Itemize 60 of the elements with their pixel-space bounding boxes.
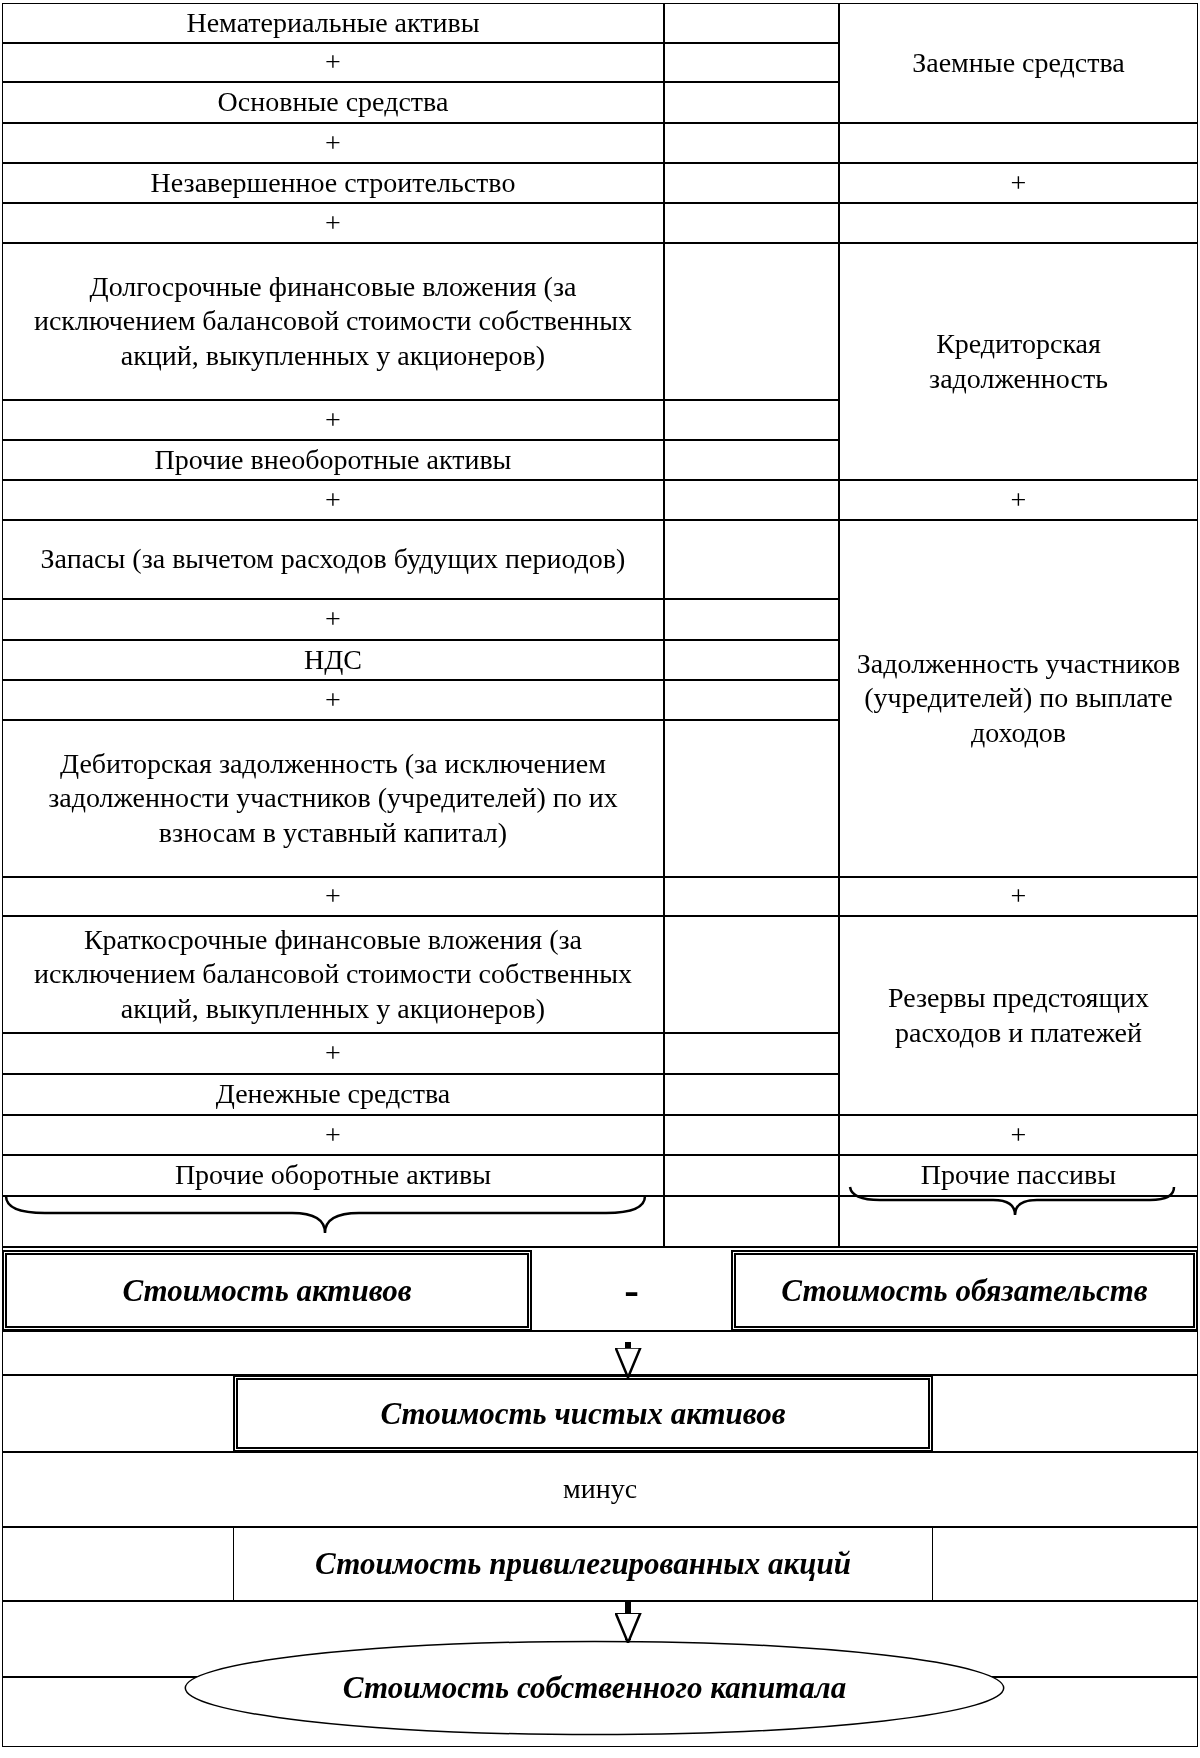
cell-text: Основные средства	[217, 85, 449, 120]
table-cell	[2, 916, 664, 1033]
plus-sign: +	[325, 45, 341, 80]
result-text: Стоимость собственного капитала	[342, 1669, 847, 1707]
cell-text: Прочие внеоборотные активы	[154, 442, 512, 477]
cell-text: Запасы (за вычетом расходов будущих периодов)	[40, 542, 626, 577]
cell-text: Краткосрочные финансовые вложения (за исключением балансовой стоимости собственных акций, выкупленных у акционеров)	[32, 923, 634, 1026]
cell-text: Прочие пассивы	[920, 1158, 1117, 1193]
cell-text: Незавершенное строительство	[150, 165, 516, 200]
plus-sign: +	[1010, 165, 1027, 200]
result-text: Стоимость привилегированных акций	[315, 1545, 851, 1583]
result-box	[233, 1527, 933, 1601]
table-cell	[839, 3, 1198, 123]
cell-text: Дебиторская задолженность (за исключением задолженности участников (учредителей) по их взносам в уставный капитал)	[47, 747, 619, 850]
plus-sign: +	[325, 482, 341, 517]
double-border-box	[731, 1250, 1198, 1331]
plus-sign: +	[325, 1036, 341, 1071]
cell-text: Нематериальные активы	[186, 5, 480, 40]
minus-sign: -	[624, 1268, 639, 1313]
table-cell	[2, 1074, 664, 1115]
cell-text: Заемные средства	[912, 45, 1125, 80]
table-cell	[2, 163, 664, 203]
table-cell	[2, 243, 664, 400]
table-cell	[839, 520, 1198, 877]
double-border-box	[2, 1250, 532, 1331]
cell-text: Кредиторская задолженность	[928, 327, 1109, 396]
cell-text: Резервы предстоящих расходов и платежей	[887, 981, 1150, 1050]
cell-text: НДС	[304, 642, 362, 677]
table-cell	[2, 3, 664, 43]
cell-text: Денежные средства	[215, 1077, 451, 1112]
table-cell	[839, 1155, 1198, 1196]
operation-text: минус	[562, 1472, 638, 1507]
plus-sign: +	[325, 602, 341, 637]
plus-sign: +	[1010, 482, 1027, 517]
plus-sign: +	[1010, 879, 1027, 914]
result-text: Стоимость активов	[122, 1271, 412, 1310]
plus-sign: +	[325, 879, 341, 914]
plus-sign: +	[325, 125, 341, 160]
hollow-arrow	[614, 1601, 642, 1644]
hollow-arrow	[614, 1342, 642, 1379]
plus-sign: +	[325, 1117, 341, 1152]
table-cell	[839, 243, 1198, 480]
plus-sign: +	[325, 682, 341, 717]
table-cell	[2, 520, 664, 599]
double-border-box	[233, 1375, 933, 1452]
cell-text: Задолженность участников (учредителей) по выплате доходов	[855, 647, 1182, 750]
plus-sign: +	[1010, 1117, 1027, 1152]
result-text: Стоимость чистых активов	[380, 1394, 786, 1433]
plus-sign: +	[325, 402, 341, 437]
table-cell	[2, 640, 664, 680]
result-text: Стоимость обязательств	[781, 1271, 1148, 1310]
table-cell	[2, 82, 664, 123]
result-ellipse	[182, 1640, 1007, 1736]
cell-text: Прочие оборотные активы	[174, 1158, 492, 1193]
table-cell	[839, 916, 1198, 1115]
cell-text: Долгосрочные финансовые вложения (за исключением балансовой стоимости собственных акций, выкупленных у акционеров)	[32, 270, 634, 373]
table-cell	[2, 720, 664, 877]
table-cell	[2, 440, 664, 480]
plus-sign: +	[325, 205, 341, 240]
table-cell	[2, 1155, 664, 1196]
